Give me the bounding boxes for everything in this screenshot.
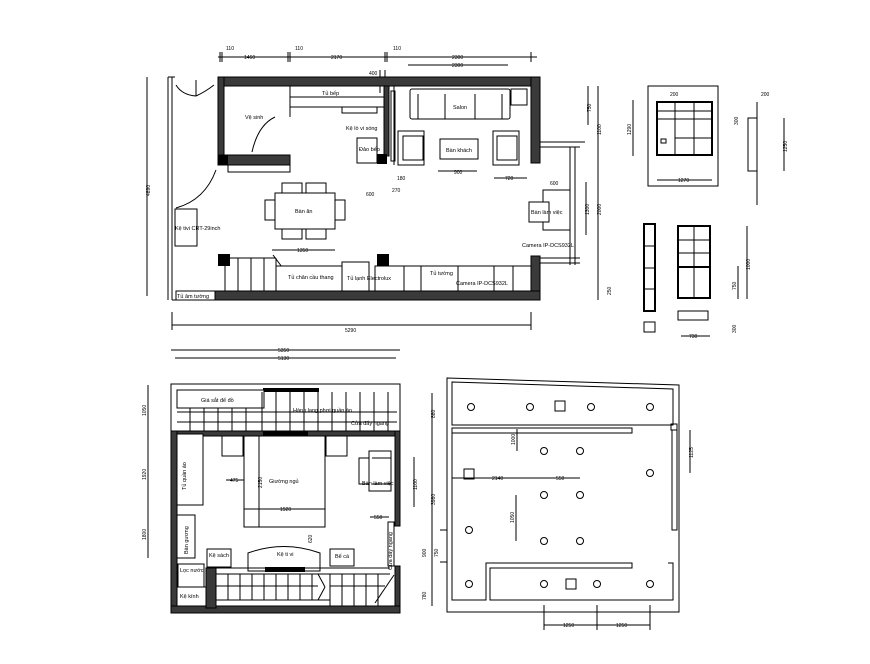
dim-label: 1920: [280, 507, 291, 513]
dim-label: 1250: [616, 623, 627, 629]
dim-label: 880: [431, 409, 437, 418]
dim-label: 2300: [452, 55, 463, 61]
label-shelf: Kệ sách: [209, 553, 229, 559]
label-camera: Camera IP-DCS932L: [522, 243, 574, 249]
dim-label: 1125: [689, 447, 695, 458]
label-desk: Bàn làm việc: [531, 210, 563, 216]
dim-label: 730: [689, 334, 698, 340]
dim-label: 1460: [244, 55, 255, 61]
dim-label: 1350: [297, 248, 308, 254]
label-desk: Bàn làm việc: [362, 481, 394, 487]
stair-tiles: [216, 573, 395, 606]
label-tv-shelf: Kệ tivi CRT-29inch: [175, 226, 220, 232]
dim-label: 900: [422, 548, 428, 557]
label-camera: Camera IP-DCS932L: [456, 281, 508, 287]
label-dressing-table: Bàn gương: [184, 526, 190, 554]
dim-label: 1800: [142, 529, 148, 540]
dim-label: 1270: [678, 178, 689, 184]
dim-label: 400: [369, 71, 378, 77]
dim-label: 900: [454, 170, 463, 176]
dim-label: 200: [761, 92, 770, 98]
label-built-in-cabinet: Tủ âm tường: [177, 293, 209, 300]
dim-label: 2170: [331, 55, 342, 61]
dim-label: 1000: [511, 434, 517, 445]
label-kitchen-island: Đảo bếp: [359, 147, 380, 153]
room-label-bathroom: Vệ sinh: [245, 115, 263, 121]
label-drying-corridor: Hành lang phơi quần áo: [293, 408, 352, 414]
dim-label: 110: [226, 46, 234, 52]
label-coffee-table: Bàn khách: [446, 148, 472, 154]
dim-label: 600: [550, 181, 559, 187]
dim-label: 1290: [627, 124, 633, 135]
dim-label: 250: [607, 286, 613, 295]
label-wardrobe: Tủ quần áo: [181, 462, 188, 490]
label-sliding-door: Cửa đẩy ngang: [351, 420, 389, 427]
dim-label: 5350: [278, 348, 289, 354]
label-tv-shelf: Kệ ti vi: [277, 552, 294, 558]
label-bed: Giường ngủ: [269, 478, 299, 485]
corridor-tiles: [189, 392, 389, 433]
dim-label: 1000: [746, 259, 752, 270]
dim-label: 1250: [563, 623, 574, 629]
label-aquarium: Bể cá: [335, 553, 350, 560]
dim-label: 600: [366, 192, 375, 198]
dim-label: 550: [556, 476, 565, 482]
dim-label: 750: [434, 548, 440, 557]
dim-label: 2140: [492, 476, 503, 482]
label-microwave-shelf: Kệ lò vi sóng: [346, 126, 378, 132]
dim-label: 270: [392, 188, 401, 194]
dim-label: 2150: [258, 477, 264, 488]
dim-label: 110: [295, 46, 303, 52]
label-iron-shelf: Giá sắt để đồ: [201, 397, 234, 404]
label-glass-shelf: Kệ kính: [180, 594, 199, 600]
cabinet-details: 1270 200 1290 200 300 1250 730 1000 750 …: [627, 85, 789, 340]
ground-floor-plan: 110 1460 110 2170 110 2300 2300 400: [146, 46, 613, 334]
dim-label: 180: [397, 176, 406, 182]
dim-label: 780: [422, 591, 428, 600]
dim-label: 1300: [585, 204, 591, 215]
label-fridge: Tủ lạnh Electrolux: [347, 275, 391, 282]
label-dining-table: Bàn ăn: [295, 209, 312, 215]
dim-label: 1100: [597, 124, 603, 135]
dim-label: 1920: [142, 469, 148, 480]
dim-label: 750: [732, 281, 738, 290]
dim-label: 550: [374, 515, 383, 521]
downlight-icons: [465, 403, 654, 588]
dim-label: 5290: [345, 328, 356, 334]
dim-label: 110: [393, 46, 401, 52]
dim-label: 4890: [146, 185, 152, 196]
dim-label: 475: [230, 478, 239, 484]
dim-label: 1100: [413, 479, 419, 490]
label-sliding-door: Cửa đẩy ngang: [387, 532, 394, 570]
label-water-filter: Lọc nước: [180, 568, 204, 574]
dim-label: 1050: [142, 405, 148, 416]
dim-label: 720: [505, 176, 514, 182]
label-wall-cabinet: Tủ tường: [430, 270, 453, 277]
label-sofa: Salon: [453, 105, 467, 111]
dim-label: 2300: [452, 63, 463, 69]
dim-label: 300: [732, 324, 738, 333]
ceiling-plan: 1000 2140 550 1050 1125 1250 1250: [440, 377, 695, 630]
dim-label: 300: [734, 116, 740, 125]
dim-label: 200: [670, 92, 679, 98]
label-under-stair-cabinet: Tủ chân cầu thang: [288, 274, 334, 281]
dim-label: 1250: [783, 141, 789, 152]
dim-label: 5130: [278, 356, 289, 362]
upper-floor-plan: 5350 5130: [142, 348, 440, 614]
dim-label: 1050: [510, 512, 516, 523]
dim-label: 620: [308, 534, 314, 543]
square-light-icons: [463, 400, 577, 590]
dim-label: 3980: [431, 494, 437, 505]
dim-label: 2000: [597, 204, 603, 215]
label-kitchen-cabinet: Tủ bếp: [322, 90, 339, 97]
dim-label: 750: [587, 103, 593, 112]
